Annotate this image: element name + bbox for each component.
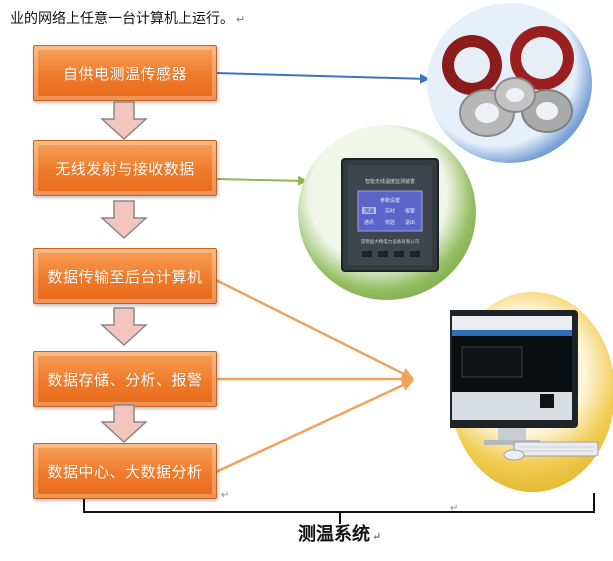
computer-image — [446, 292, 613, 492]
down-arrow-icon — [100, 101, 148, 141]
device-menu-4: 通讯 — [364, 219, 374, 226]
step-transfer-to-computer: 数据传输至后台计算机 — [33, 248, 217, 304]
monitor-device-image: 智能无线温度监测装置 参数设置 测温 实时 报警 通讯 校验 退出 常熟国大精电… — [298, 125, 476, 300]
sensor-rings-icon — [442, 26, 574, 137]
paragraph-mark-icon: ↵ — [236, 13, 246, 26]
device-menu-2: 实时 — [385, 208, 395, 215]
device-menu-0: 参数设置 — [380, 197, 400, 204]
intro-text: 业的网络上任意一台计算机上运行。 — [10, 11, 234, 27]
paragraph-mark-icon: ↵ — [372, 530, 382, 543]
intro-line: 业的网络上任意一台计算机上运行。↵ — [10, 8, 245, 28]
arrow-to-computer-3 — [215, 379, 414, 474]
arrow-to-computer-1 — [215, 278, 414, 380]
down-arrow-icon — [100, 200, 148, 240]
down-arrow-icon — [100, 404, 148, 444]
paragraph-mark-icon: ↵ — [221, 490, 230, 501]
sensor-rings-image — [427, 3, 592, 163]
device-menu-6: 退出 — [405, 219, 415, 226]
monitor-device-icon: 智能无线温度监测装置 参数设置 测温 实时 报警 通讯 校验 退出 常熟国大精电… — [341, 158, 439, 272]
computer-icon — [446, 310, 599, 461]
arrow-to-sensors — [215, 72, 430, 84]
down-arrow-icon — [100, 307, 148, 347]
step-self-powered-sensor: 自供电测温传感器 — [33, 45, 217, 101]
system-label-text: 测温系统 — [298, 524, 370, 545]
paragraph-mark-icon: ↵ — [450, 503, 459, 514]
step-storage-analysis-alarm: 数据存储、分析、报警 — [33, 351, 217, 407]
device-menu-1: 测温 — [364, 208, 374, 215]
arrow-to-device — [215, 175, 308, 186]
system-label: 测温系统↵ — [298, 520, 381, 546]
device-maker-text: 常熟国大精电力设备有限公司 — [361, 238, 420, 245]
device-menu-3: 报警 — [405, 208, 415, 215]
step-data-center-bigdata: 数据中心、大数据分析 — [33, 443, 217, 499]
step-wireless-tx-rx: 无线发射与接收数据 — [33, 140, 217, 196]
device-menu-5: 校验 — [385, 219, 395, 226]
device-title-text: 智能无线温度监测装置 — [365, 178, 415, 185]
